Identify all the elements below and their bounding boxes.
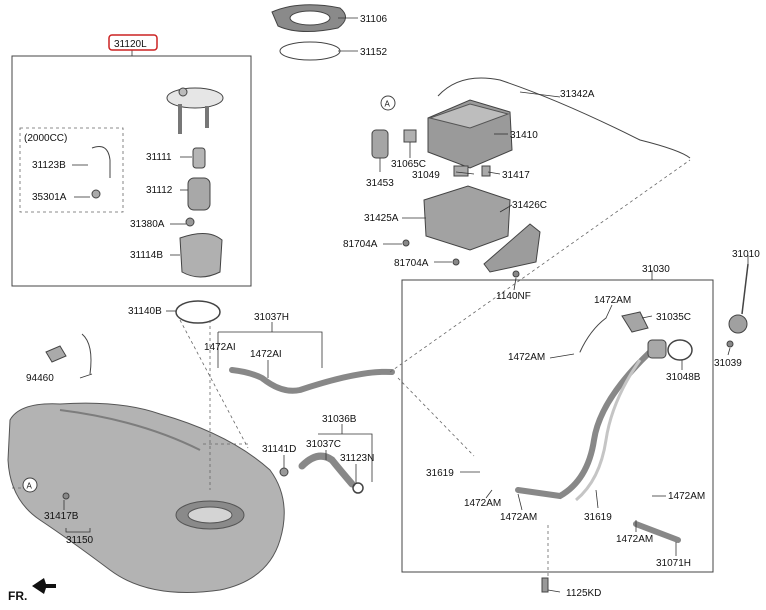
label-1472AM-5: 1472AM: [668, 491, 705, 502]
fuel-pump-flange: [166, 87, 224, 134]
clip-31417: [481, 165, 491, 177]
label-1472AI-2: 1472AI: [250, 349, 282, 360]
label-81704A-1: 81704A: [343, 239, 378, 250]
filler-neck-breather: [575, 359, 642, 502]
label-31453: 31453: [366, 178, 394, 189]
label-31141D: 31141D: [262, 444, 296, 455]
bolt-81704A-2: [452, 258, 460, 266]
label-31619-1: 31619: [426, 468, 454, 479]
label-31010: 31010: [732, 249, 760, 260]
label-94460: 94460: [26, 373, 54, 384]
sender-94460: [45, 333, 92, 375]
label-31417: 31417: [502, 170, 530, 181]
label-2000cc: (2000CC): [24, 133, 67, 144]
label-35301A: 35301A: [32, 192, 67, 203]
clip-31141D: [279, 467, 289, 477]
filler-neck-pipe: [515, 349, 653, 500]
hose-31037C: [298, 452, 356, 488]
bolt-81704A-1: [402, 239, 410, 247]
label-31619-2: 31619: [584, 512, 612, 523]
fuel-pump-cover-plate: [271, 4, 346, 32]
label-31410: 31410: [510, 130, 538, 141]
label-31140B: 31140B: [128, 306, 162, 317]
label-1140NF: 1140NF: [496, 291, 531, 302]
filler-neck-cap: [647, 339, 667, 359]
label-1472AI-1: 1472AI: [204, 342, 236, 353]
fuel-pump-motor: [187, 177, 211, 211]
label-31152: 31152: [360, 47, 388, 58]
bolt-1125KD: [541, 577, 549, 593]
label-31036B: 31036B: [322, 414, 357, 425]
label-31417B: 31417B: [44, 511, 79, 522]
label-31106: 31106: [360, 14, 388, 25]
label-1472AM-2: 1472AM: [508, 352, 545, 363]
label-31114B: 31114B: [130, 250, 163, 261]
label-1472AM-4: 1472AM: [500, 512, 537, 523]
label-31112: 31112: [146, 185, 173, 196]
front-label: FR.: [8, 589, 27, 603]
bolt-31039: [726, 340, 734, 348]
clip-31380A: [185, 217, 195, 227]
front-arrow-icon: [32, 578, 56, 594]
fuel-tank-31150: [7, 402, 285, 593]
bracket-31035C: [621, 311, 649, 333]
label-31039: 31039: [714, 358, 742, 369]
label-1472AM-3: 1472AM: [464, 498, 501, 509]
2000cc-variant-frame: [19, 127, 124, 213]
sensor-31010: [728, 263, 749, 334]
label-1472AM-1: 1472AM: [594, 295, 631, 306]
label-31120L: 31120L: [114, 39, 147, 50]
gasket-31140B: [175, 300, 221, 324]
filler-neck-assembly-frame: [401, 279, 714, 573]
hose-31037H: [229, 367, 395, 394]
canister-bracket-31425A: [423, 185, 511, 251]
label-31342A: 31342A: [560, 89, 595, 100]
label-1472AM-6: 1472AM: [616, 534, 653, 545]
hose-31123B: [91, 146, 111, 178]
label-31065C: 31065C: [391, 159, 426, 170]
label-31123N: 31123N: [340, 453, 374, 464]
label-31035C: 31035C: [656, 312, 691, 323]
bolt-31417B: [62, 492, 70, 500]
reference-a-bottom: A: [27, 482, 33, 491]
filter-31453: [371, 129, 389, 159]
hose-31071H: [633, 521, 681, 543]
reference-a-top: A: [385, 100, 391, 109]
label-31048B: 31048B: [666, 372, 701, 383]
label-31150: 31150: [66, 535, 94, 546]
valve-31065C: [403, 129, 417, 143]
fuel-pump-assembly-frame: [11, 55, 252, 287]
fuel-pump-strainer: [179, 233, 223, 278]
label-31425A: 31425A: [364, 213, 399, 224]
label-31049: 31049: [412, 170, 440, 181]
label-31123B: 31123B: [32, 160, 66, 171]
canister-31410: [427, 99, 513, 169]
clamp-35301A: [91, 189, 101, 199]
label-81704A-2: 81704A: [394, 258, 429, 269]
label-31426C: 31426C: [512, 200, 547, 211]
label-31037C: 31037C: [306, 439, 341, 450]
breather-hose-upper: [579, 317, 607, 353]
reference-circle-a-bottom: [22, 477, 38, 493]
label-1125KD: 1125KD: [566, 588, 601, 599]
label-31071H: 31071H: [656, 558, 691, 569]
label-31111: 31111: [146, 152, 172, 163]
label-31380A: 31380A: [130, 219, 165, 230]
fuel-filter-small: [192, 147, 206, 169]
fuel-pump-gasket-ring: [279, 41, 341, 61]
bolt-1140NF: [512, 270, 520, 278]
label-31037H: 31037H: [254, 312, 289, 323]
vent-hose-31342A: [437, 77, 691, 159]
highlight-box-31120L: [108, 34, 158, 51]
clamp-31123N: [352, 482, 364, 494]
bracket-31426C: [483, 223, 541, 273]
label-31030: 31030: [642, 264, 670, 275]
reference-circle-a-top: [380, 95, 396, 111]
pad-31049: [453, 165, 469, 177]
gasket-31048B: [667, 339, 693, 361]
